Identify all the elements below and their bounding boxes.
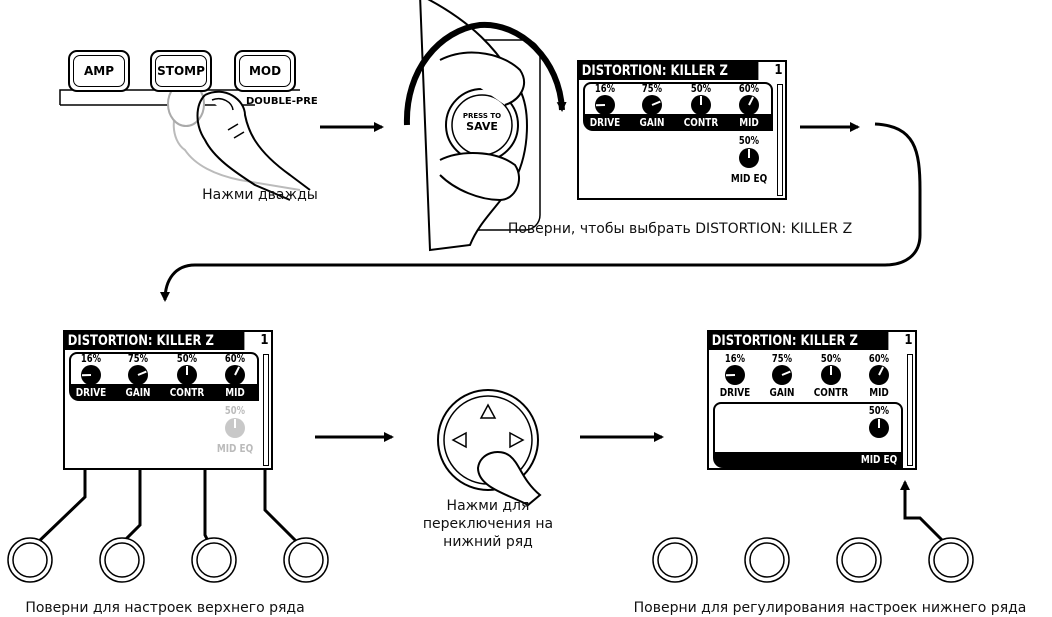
param-label: DRIVE bbox=[719, 386, 751, 399]
select-knob-assembly bbox=[419, 0, 541, 252]
param-knob-icon bbox=[595, 95, 615, 115]
lcd-scrollbar bbox=[777, 84, 783, 196]
encoder-knobs-right[interactable] bbox=[652, 537, 974, 583]
param-knob-icon bbox=[177, 365, 197, 385]
param-knob-icon bbox=[739, 95, 759, 115]
lcd-display-step2: DISTORTION: KILLER Z 1 16% DRIVE 75% GAIN 50% C… bbox=[577, 60, 787, 200]
save-button-label-1: PRESS TO bbox=[462, 112, 502, 120]
param-label: CONTR bbox=[683, 116, 719, 129]
param-value: 60% bbox=[738, 82, 760, 95]
param-value: 75% bbox=[771, 352, 793, 365]
param-knob-icon bbox=[225, 365, 245, 385]
nav-right-icon bbox=[509, 431, 525, 449]
lcd-scrollbar bbox=[907, 354, 913, 466]
encoder-knobs-left[interactable] bbox=[7, 537, 329, 583]
lcd-display-step3: DISTORTION: KILLER Z 1 16% DRIVE 75% GAIN 50% C… bbox=[63, 330, 273, 470]
param-label: MID EQ bbox=[860, 453, 898, 466]
nav-pad[interactable] bbox=[437, 389, 542, 507]
param-value: 16% bbox=[724, 352, 746, 365]
param-knob-icon bbox=[81, 365, 101, 385]
mod-button-label: MOD bbox=[239, 55, 291, 87]
param-value: 50% bbox=[868, 404, 890, 417]
stomp-button-label: STOMP bbox=[155, 55, 207, 87]
param-value: 16% bbox=[80, 352, 102, 365]
caption-top-row: Поверни для настроек верхнего ряда bbox=[25, 600, 305, 616]
lcd-scrollbar bbox=[263, 354, 269, 466]
param-knob-icon bbox=[691, 95, 711, 115]
param-label: MID EQ bbox=[730, 172, 768, 185]
param-label: CONTR bbox=[169, 386, 205, 399]
lcd-title: DISTORTION: KILLER Z bbox=[579, 62, 759, 80]
caption-switch-row: Нажми для переключения на нижний ряд bbox=[422, 498, 554, 550]
param-value: 50% bbox=[176, 352, 198, 365]
param-value: 60% bbox=[224, 352, 246, 365]
param-label: DRIVE bbox=[75, 386, 107, 399]
param-value: 16% bbox=[594, 82, 616, 95]
param-knob-icon bbox=[772, 365, 792, 385]
lcd-title: DISTORTION: KILLER Z bbox=[709, 332, 889, 350]
param-value: 60% bbox=[868, 352, 890, 365]
param-value: 50% bbox=[738, 134, 760, 147]
param-label: CONTR bbox=[813, 386, 849, 399]
top-row-highlight bbox=[583, 114, 773, 131]
save-button-label-2: SAVE bbox=[466, 120, 498, 133]
param-knob-icon bbox=[725, 365, 745, 385]
bottom-row-arrow bbox=[900, 480, 952, 550]
param-label: DRIVE bbox=[589, 116, 621, 129]
param-value: 50% bbox=[820, 352, 842, 365]
param-knob-icon bbox=[739, 148, 759, 168]
param-knob-icon bbox=[869, 418, 889, 438]
param-value: 75% bbox=[127, 352, 149, 365]
button-panel-outline bbox=[59, 89, 300, 105]
param-value: 50% bbox=[224, 404, 246, 417]
param-value: 75% bbox=[641, 82, 663, 95]
caption-turn-to-select: Поверни, чтобы выбрать DISTORTION: KILLE… bbox=[507, 221, 853, 237]
param-label: MID bbox=[869, 386, 889, 399]
param-label: GAIN bbox=[769, 386, 795, 399]
caption-bottom-row: Поверни для регулирования настроек нижне… bbox=[633, 600, 1027, 616]
nav-up-icon bbox=[479, 403, 497, 419]
amp-button-label: AMP bbox=[73, 55, 125, 87]
param-value: 50% bbox=[690, 82, 712, 95]
param-label: MID EQ bbox=[216, 442, 254, 455]
finger-icon bbox=[476, 451, 542, 507]
top-row-highlight bbox=[69, 384, 259, 401]
param-label: MID bbox=[225, 386, 245, 399]
param-label: MID bbox=[739, 116, 759, 129]
arrow-to-step3 bbox=[160, 122, 922, 302]
param-label: GAIN bbox=[639, 116, 665, 129]
param-knob-icon bbox=[225, 418, 245, 438]
param-knob-icon bbox=[128, 365, 148, 385]
bottom-row-highlight bbox=[713, 452, 903, 468]
lcd-title: DISTORTION: KILLER Z bbox=[65, 332, 245, 350]
amp-button[interactable]: AMP bbox=[68, 50, 130, 92]
lcd-page-number: 1 bbox=[773, 62, 784, 80]
nav-left-icon bbox=[451, 431, 467, 449]
lcd-page-number: 1 bbox=[259, 332, 270, 350]
lcd-page-number: 1 bbox=[903, 332, 914, 350]
param-label: GAIN bbox=[125, 386, 151, 399]
lcd-display-step5: DISTORTION: KILLER Z 1 16% DRIVE 75% GAIN 50% C… bbox=[707, 330, 917, 470]
mod-button[interactable]: MOD bbox=[234, 50, 296, 92]
caption-press-twice: Нажми дважды bbox=[202, 187, 318, 203]
double-pre-label: DOUBLE-PRE bbox=[246, 96, 318, 107]
param-knob-icon bbox=[869, 365, 889, 385]
param-knob-icon bbox=[821, 365, 841, 385]
param-knob-icon bbox=[642, 95, 662, 115]
stomp-button[interactable]: STOMP bbox=[150, 50, 212, 92]
rotate-arrow-icon bbox=[403, 21, 567, 126]
